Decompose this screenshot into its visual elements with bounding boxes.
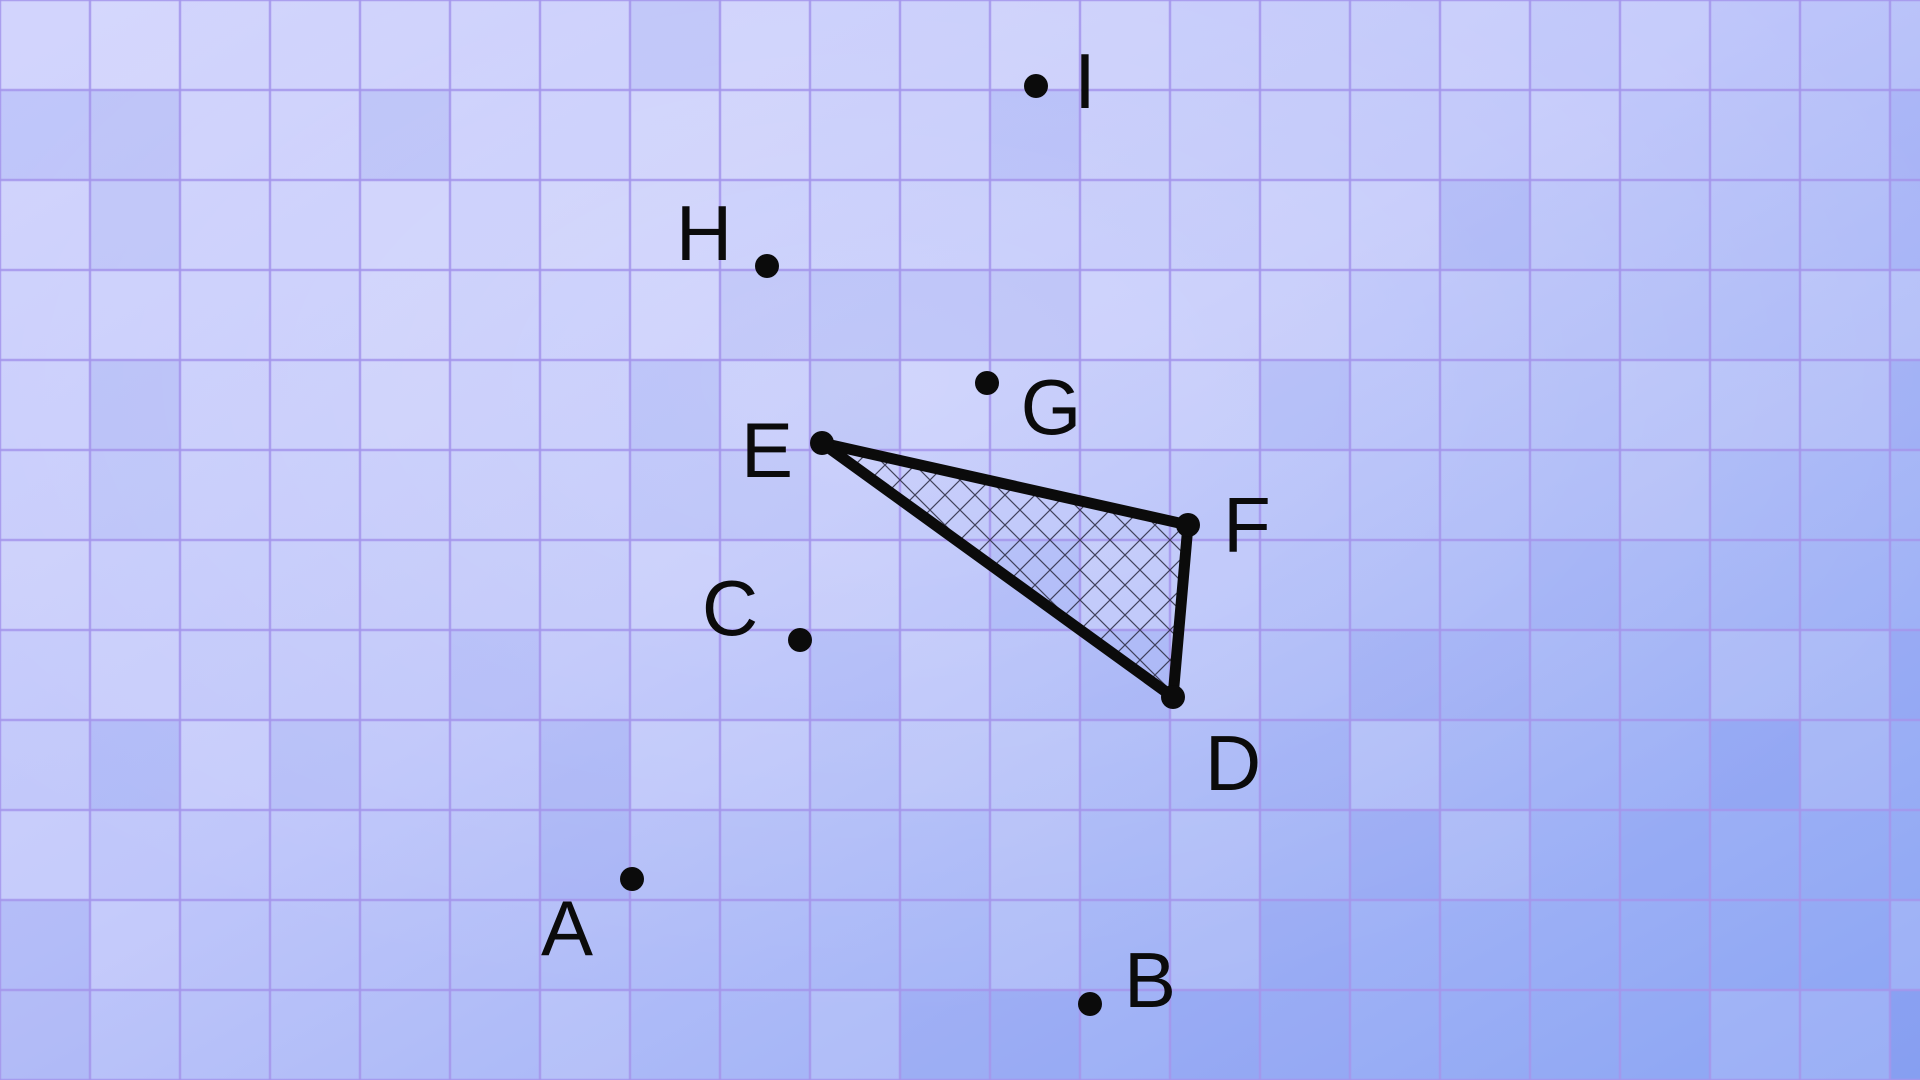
point-i-dot bbox=[1024, 74, 1048, 98]
point-h: H bbox=[676, 189, 779, 278]
point-b-label: B bbox=[1124, 936, 1176, 1024]
point-a: A bbox=[541, 867, 644, 972]
point-f-label: F bbox=[1223, 481, 1271, 569]
point-e-dot bbox=[810, 431, 834, 455]
point-a-dot bbox=[620, 867, 644, 891]
point-b: B bbox=[1078, 936, 1176, 1024]
point-i: I bbox=[1024, 37, 1096, 125]
triangle-efd bbox=[816, 437, 1194, 703]
point-d-label: D bbox=[1205, 719, 1261, 807]
point-a-label: A bbox=[541, 884, 593, 972]
point-b-dot bbox=[1078, 992, 1102, 1016]
triangle-outline bbox=[816, 437, 1194, 703]
point-g-dot bbox=[975, 371, 999, 395]
points: A B C D E F G H bbox=[541, 37, 1271, 1024]
point-d: D bbox=[1161, 685, 1261, 807]
point-c-dot bbox=[788, 628, 812, 652]
point-g: G bbox=[975, 363, 1081, 451]
point-f: F bbox=[1176, 481, 1271, 569]
point-h-label: H bbox=[676, 189, 732, 277]
point-f-dot bbox=[1176, 513, 1200, 537]
point-e: E bbox=[741, 406, 834, 494]
point-c: C bbox=[702, 564, 812, 652]
point-i-label: I bbox=[1074, 37, 1096, 125]
point-e-label: E bbox=[741, 406, 793, 494]
point-g-label: G bbox=[1021, 363, 1082, 451]
point-c-label: C bbox=[702, 564, 758, 652]
point-d-dot bbox=[1161, 685, 1185, 709]
point-h-dot bbox=[755, 254, 779, 278]
